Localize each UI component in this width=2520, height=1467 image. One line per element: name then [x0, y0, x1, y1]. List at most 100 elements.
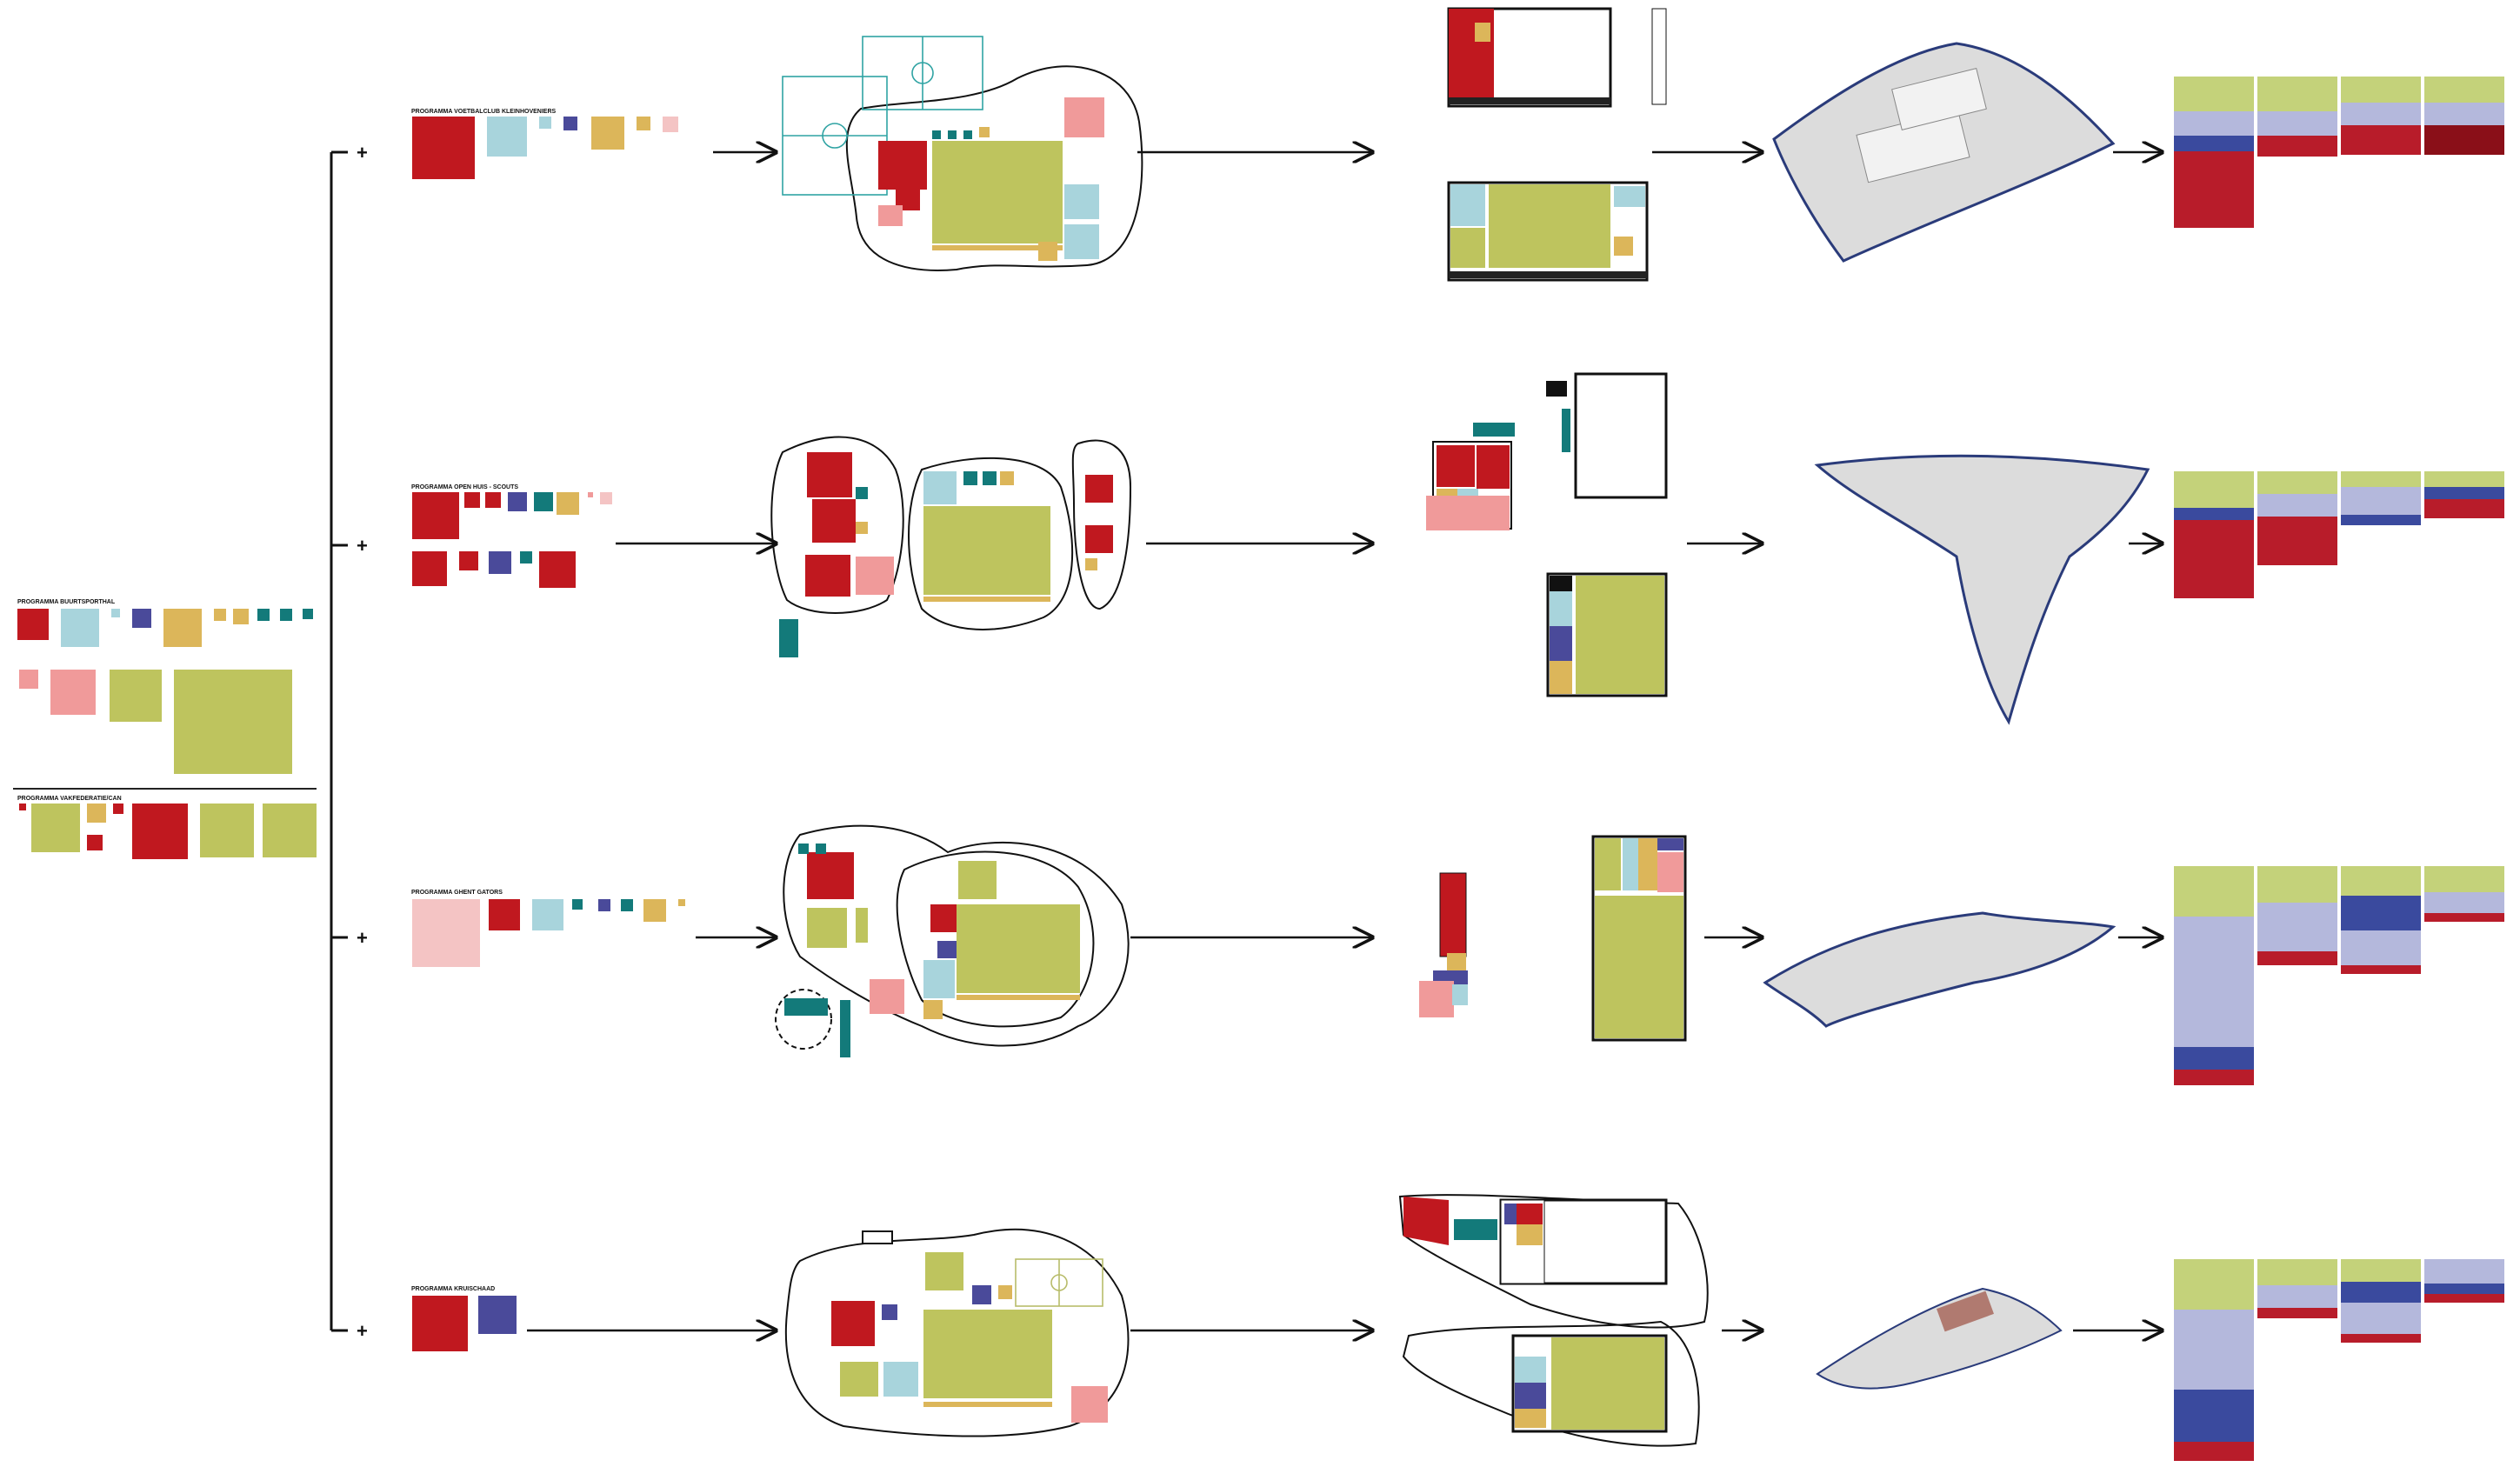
space-block	[807, 852, 854, 899]
space-block	[17, 609, 49, 640]
space-block	[539, 551, 576, 588]
space-block	[111, 609, 120, 617]
space-block	[882, 1304, 897, 1320]
space-block	[31, 804, 80, 852]
plus-sign: +	[357, 1320, 368, 1342]
space-block	[807, 908, 847, 948]
space-block	[132, 609, 151, 628]
pitch-model	[1891, 68, 1987, 130]
space-block	[280, 609, 292, 621]
space-block	[779, 619, 798, 657]
site-model	[1763, 911, 2117, 1028]
cluster-outline-dashed	[775, 989, 832, 1050]
space-block	[932, 130, 941, 139]
space-block	[600, 492, 612, 504]
cluster-outline	[770, 436, 904, 614]
space-block	[520, 551, 532, 563]
space-block	[923, 1310, 1052, 1398]
space-block	[412, 551, 447, 586]
space-block	[983, 471, 997, 485]
space-block	[856, 522, 868, 534]
programme-title-row1: PROGRAMMA VOETBALCLUB KLEINHOVENIERS	[411, 109, 557, 115]
space-block	[532, 899, 563, 930]
space-block	[464, 492, 480, 508]
space-block	[1064, 184, 1099, 219]
space-block	[923, 960, 955, 998]
row-kruischaad: PROGRAMMA KRUISCHAAD	[411, 1194, 2504, 1461]
space-block	[923, 506, 1050, 595]
space-block	[784, 998, 828, 1016]
floorplan-variant	[1447, 181, 1649, 282]
result-table	[2174, 1259, 2504, 1461]
space-block	[958, 861, 997, 899]
space-block	[478, 1296, 517, 1334]
space-block	[534, 492, 553, 511]
space-block	[557, 492, 579, 515]
floorplan-variant	[1402, 1320, 1700, 1447]
space-block	[87, 835, 103, 850]
programme-title-row2: PROGRAMMA OPEN HUIS - SCOUTS	[411, 484, 518, 490]
space-block	[923, 1402, 1052, 1407]
floorplan-variant	[1591, 835, 1687, 1042]
cluster-outline	[845, 65, 1143, 271]
space-block	[963, 471, 977, 485]
space-block	[957, 904, 1080, 993]
space-block	[925, 1252, 963, 1290]
space-block	[412, 492, 459, 539]
space-block	[883, 1362, 918, 1397]
floorplan-variant	[1546, 572, 1668, 697]
space-block	[870, 979, 904, 1014]
space-block	[233, 609, 249, 624]
programme-title-sporthal: PROGRAMMA BUURTSPORTHAL	[17, 599, 116, 605]
plus-sign: +	[357, 142, 368, 163]
space-block	[303, 609, 313, 619]
space-block	[163, 609, 202, 647]
space-block	[798, 844, 809, 854]
space-block	[979, 127, 990, 137]
space-block	[489, 899, 520, 930]
space-block	[948, 130, 957, 139]
space-block	[539, 117, 551, 129]
space-block	[1064, 97, 1104, 137]
space-block	[643, 899, 666, 922]
space-block	[816, 844, 826, 854]
space-block	[663, 117, 678, 132]
space-block	[508, 492, 527, 511]
space-block	[972, 1285, 991, 1304]
floorplan-variant	[1574, 372, 1668, 499]
space-block	[459, 551, 478, 570]
site-model	[1816, 1287, 2063, 1390]
result-table	[2174, 77, 2504, 228]
space-block	[932, 245, 1063, 250]
space-block	[856, 908, 868, 943]
court-model	[1937, 1290, 1994, 1332]
space-block	[19, 804, 26, 810]
programme-title-vakfederatie: PROGRAMMA VAKFEDERATIE/CAN	[17, 796, 122, 802]
space-block	[621, 899, 633, 911]
space-block	[1000, 471, 1014, 485]
space-block	[19, 670, 38, 689]
space-block	[257, 609, 270, 621]
space-block	[840, 1000, 850, 1057]
space-block	[132, 804, 188, 859]
floorplan-variant	[1419, 872, 1468, 1017]
space-block	[1071, 1386, 1108, 1423]
space-block	[812, 499, 856, 543]
space-block	[1064, 224, 1099, 259]
space-block	[637, 117, 650, 130]
site-model	[1814, 454, 2150, 725]
space-block	[1085, 525, 1113, 553]
space-block	[923, 597, 1050, 602]
result-table	[2174, 471, 2504, 598]
row-scouts: PROGRAMMA OPEN HUIS - SCOUTS	[411, 372, 2504, 725]
floorplan-variant	[1447, 7, 1667, 108]
row-ghent-gators: PROGRAMMA GHENT GATORS	[411, 824, 2504, 1085]
floorplan-variant	[1426, 423, 1515, 530]
space-block	[87, 804, 106, 823]
space-block	[61, 609, 99, 647]
space-block	[1038, 242, 1057, 261]
plus-sign: +	[357, 927, 368, 949]
space-block	[937, 941, 957, 958]
space-block	[489, 551, 511, 574]
